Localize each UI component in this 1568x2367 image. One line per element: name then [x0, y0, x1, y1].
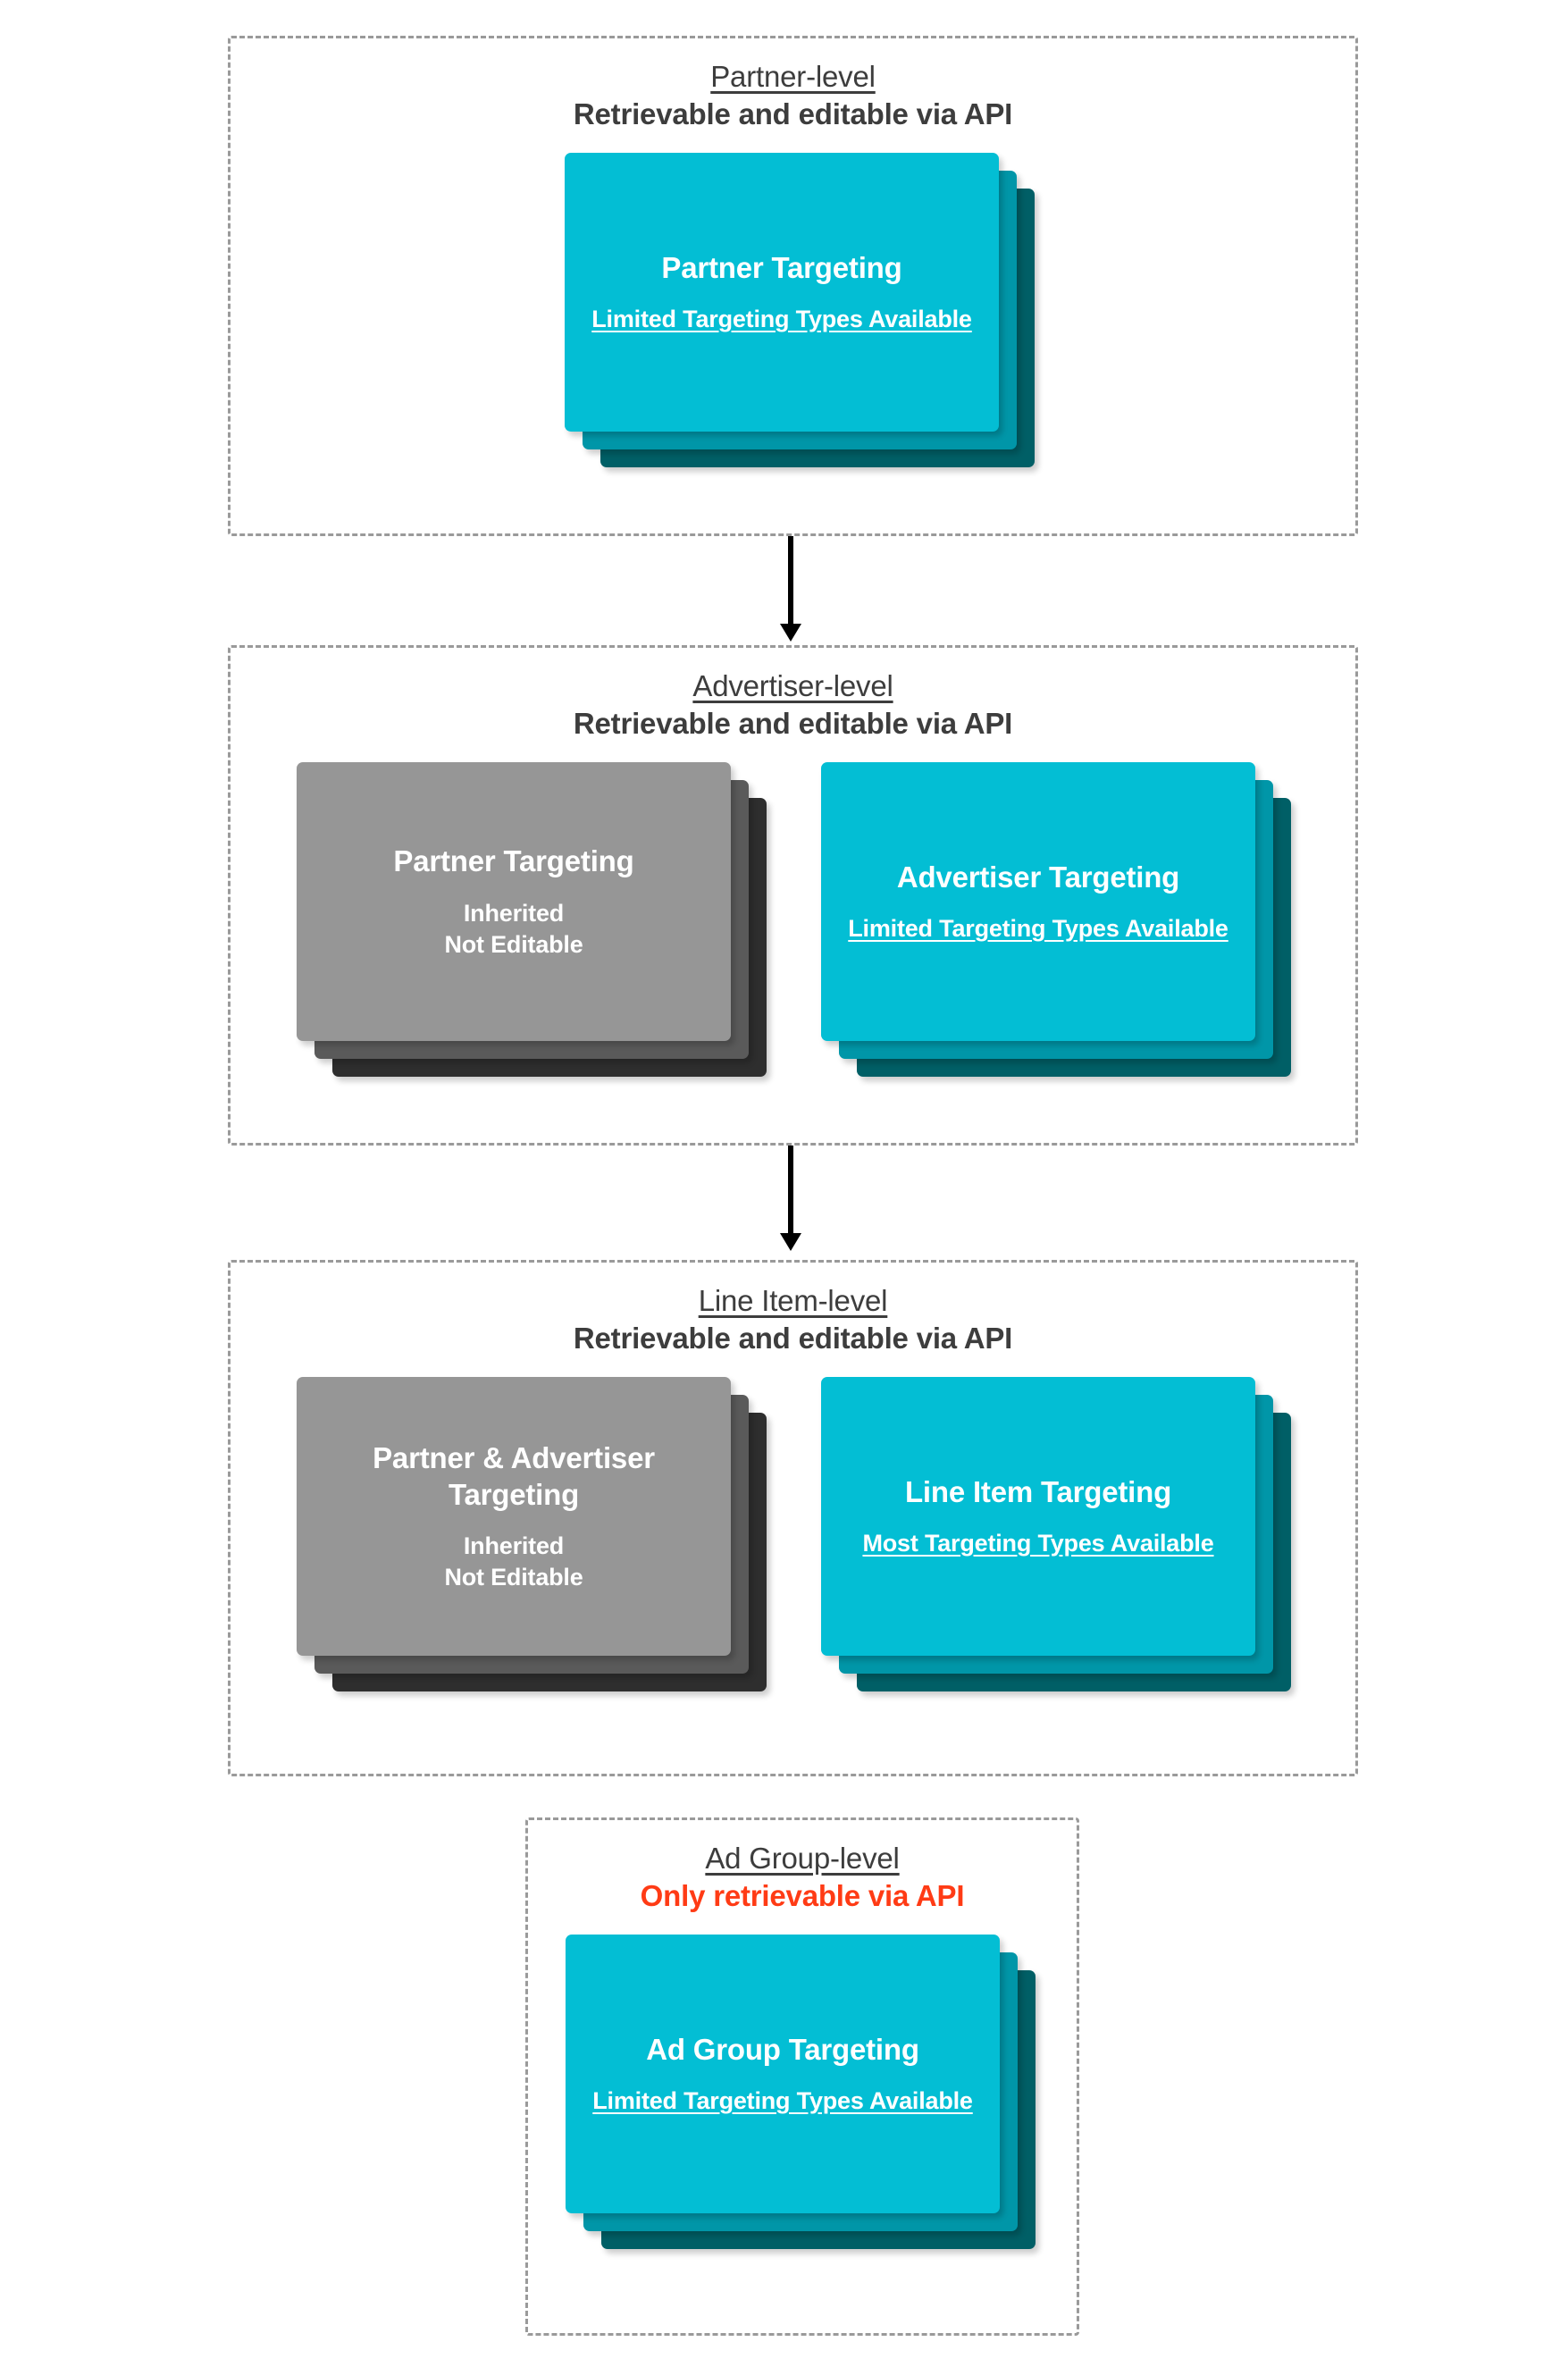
card-subtitle: Inherited Not Editable	[444, 1532, 583, 1591]
level-subtitle-ad-group: Only retrievable via API	[640, 1879, 965, 1913]
card-advertiser-targeting[interactable]: Advertiser Targeting Limited Targeting T…	[821, 762, 1291, 1077]
card-title: Ad Group Targeting	[646, 2032, 919, 2066]
level-subtitle-line-item: Retrievable and editable via API	[573, 1322, 1013, 1356]
card-title: Advertiser Targeting	[896, 860, 1180, 894]
card-body: Ad Group Targeting Limited Targeting Typ…	[566, 1935, 1000, 2213]
card-body: Partner & Advertiser Targeting Inherited…	[297, 1377, 731, 1656]
card-subtitle: Limited Targeting Types Available	[591, 306, 972, 333]
level-panel-partner: Partner-level Retrievable and editable v…	[228, 36, 1358, 536]
card-layer-front	[821, 762, 1255, 1041]
card-layer-front	[821, 1377, 1255, 1656]
arrow-shaft	[788, 536, 793, 625]
card-layer-front	[565, 153, 999, 432]
level-panel-line-item: Line Item-level Retrievable and editable…	[228, 1260, 1358, 1776]
level-title-advertiser: Advertiser-level	[692, 669, 893, 702]
card-body: Partner Targeting Inherited Not Editable	[297, 762, 731, 1041]
card-partner-targeting[interactable]: Partner Targeting Limited Targeting Type…	[565, 153, 1035, 467]
card-subtitle: Limited Targeting Types Available	[592, 2087, 973, 2115]
level-title-partner: Partner-level	[710, 60, 876, 93]
card-body: Line Item Targeting Most Targeting Types…	[821, 1377, 1255, 1656]
card-title: Line Item Targeting	[904, 1474, 1172, 1508]
arrow-head	[780, 1233, 801, 1251]
level-header-partner: Partner-level Retrievable and editable v…	[231, 38, 1355, 133]
card-layer-front	[297, 1377, 731, 1656]
card-subtitle: Limited Targeting Types Available	[848, 915, 1228, 943]
card-title: Partner Targeting	[661, 250, 902, 284]
card-layer-front	[566, 1935, 1000, 2213]
card-subtitle: Most Targeting Types Available	[862, 1530, 1214, 1557]
connector-advertiser-to-line-item	[773, 1146, 809, 1253]
level-subtitle-advertiser: Retrievable and editable via API	[573, 707, 1013, 741]
level-header-line-item: Line Item-level Retrievable and editable…	[231, 1263, 1355, 1357]
connector-partner-to-advertiser	[773, 536, 809, 643]
level-panel-ad-group: Ad Group-level Only retrievable via API …	[525, 1817, 1079, 2336]
level-title-ad-group: Ad Group-level	[705, 1842, 900, 1875]
card-partner-targeting-inherited[interactable]: Partner Targeting Inherited Not Editable	[297, 762, 767, 1077]
card-subtitle: Inherited Not Editable	[444, 899, 583, 958]
card-title: Partner & Advertiser Targeting	[373, 1440, 655, 1511]
card-partner-advertiser-targeting-inherited[interactable]: Partner & Advertiser Targeting Inherited…	[297, 1377, 767, 1691]
arrow-head	[780, 624, 801, 642]
level-header-advertiser: Advertiser-level Retrievable and editabl…	[231, 648, 1355, 743]
level-panel-advertiser: Advertiser-level Retrievable and editabl…	[228, 645, 1358, 1146]
card-ad-group-targeting[interactable]: Ad Group Targeting Limited Targeting Typ…	[566, 1935, 1036, 2249]
card-layer-front	[297, 762, 731, 1041]
card-line-item-targeting[interactable]: Line Item Targeting Most Targeting Types…	[821, 1377, 1291, 1691]
arrow-shaft	[788, 1146, 793, 1235]
level-title-line-item: Line Item-level	[698, 1284, 888, 1317]
card-body: Advertiser Targeting Limited Targeting T…	[821, 762, 1255, 1041]
card-body: Partner Targeting Limited Targeting Type…	[565, 153, 999, 432]
level-subtitle-partner: Retrievable and editable via API	[573, 97, 1013, 131]
card-title: Partner Targeting	[393, 844, 634, 878]
level-header-ad-group: Ad Group-level Only retrievable via API	[528, 1820, 1077, 1915]
